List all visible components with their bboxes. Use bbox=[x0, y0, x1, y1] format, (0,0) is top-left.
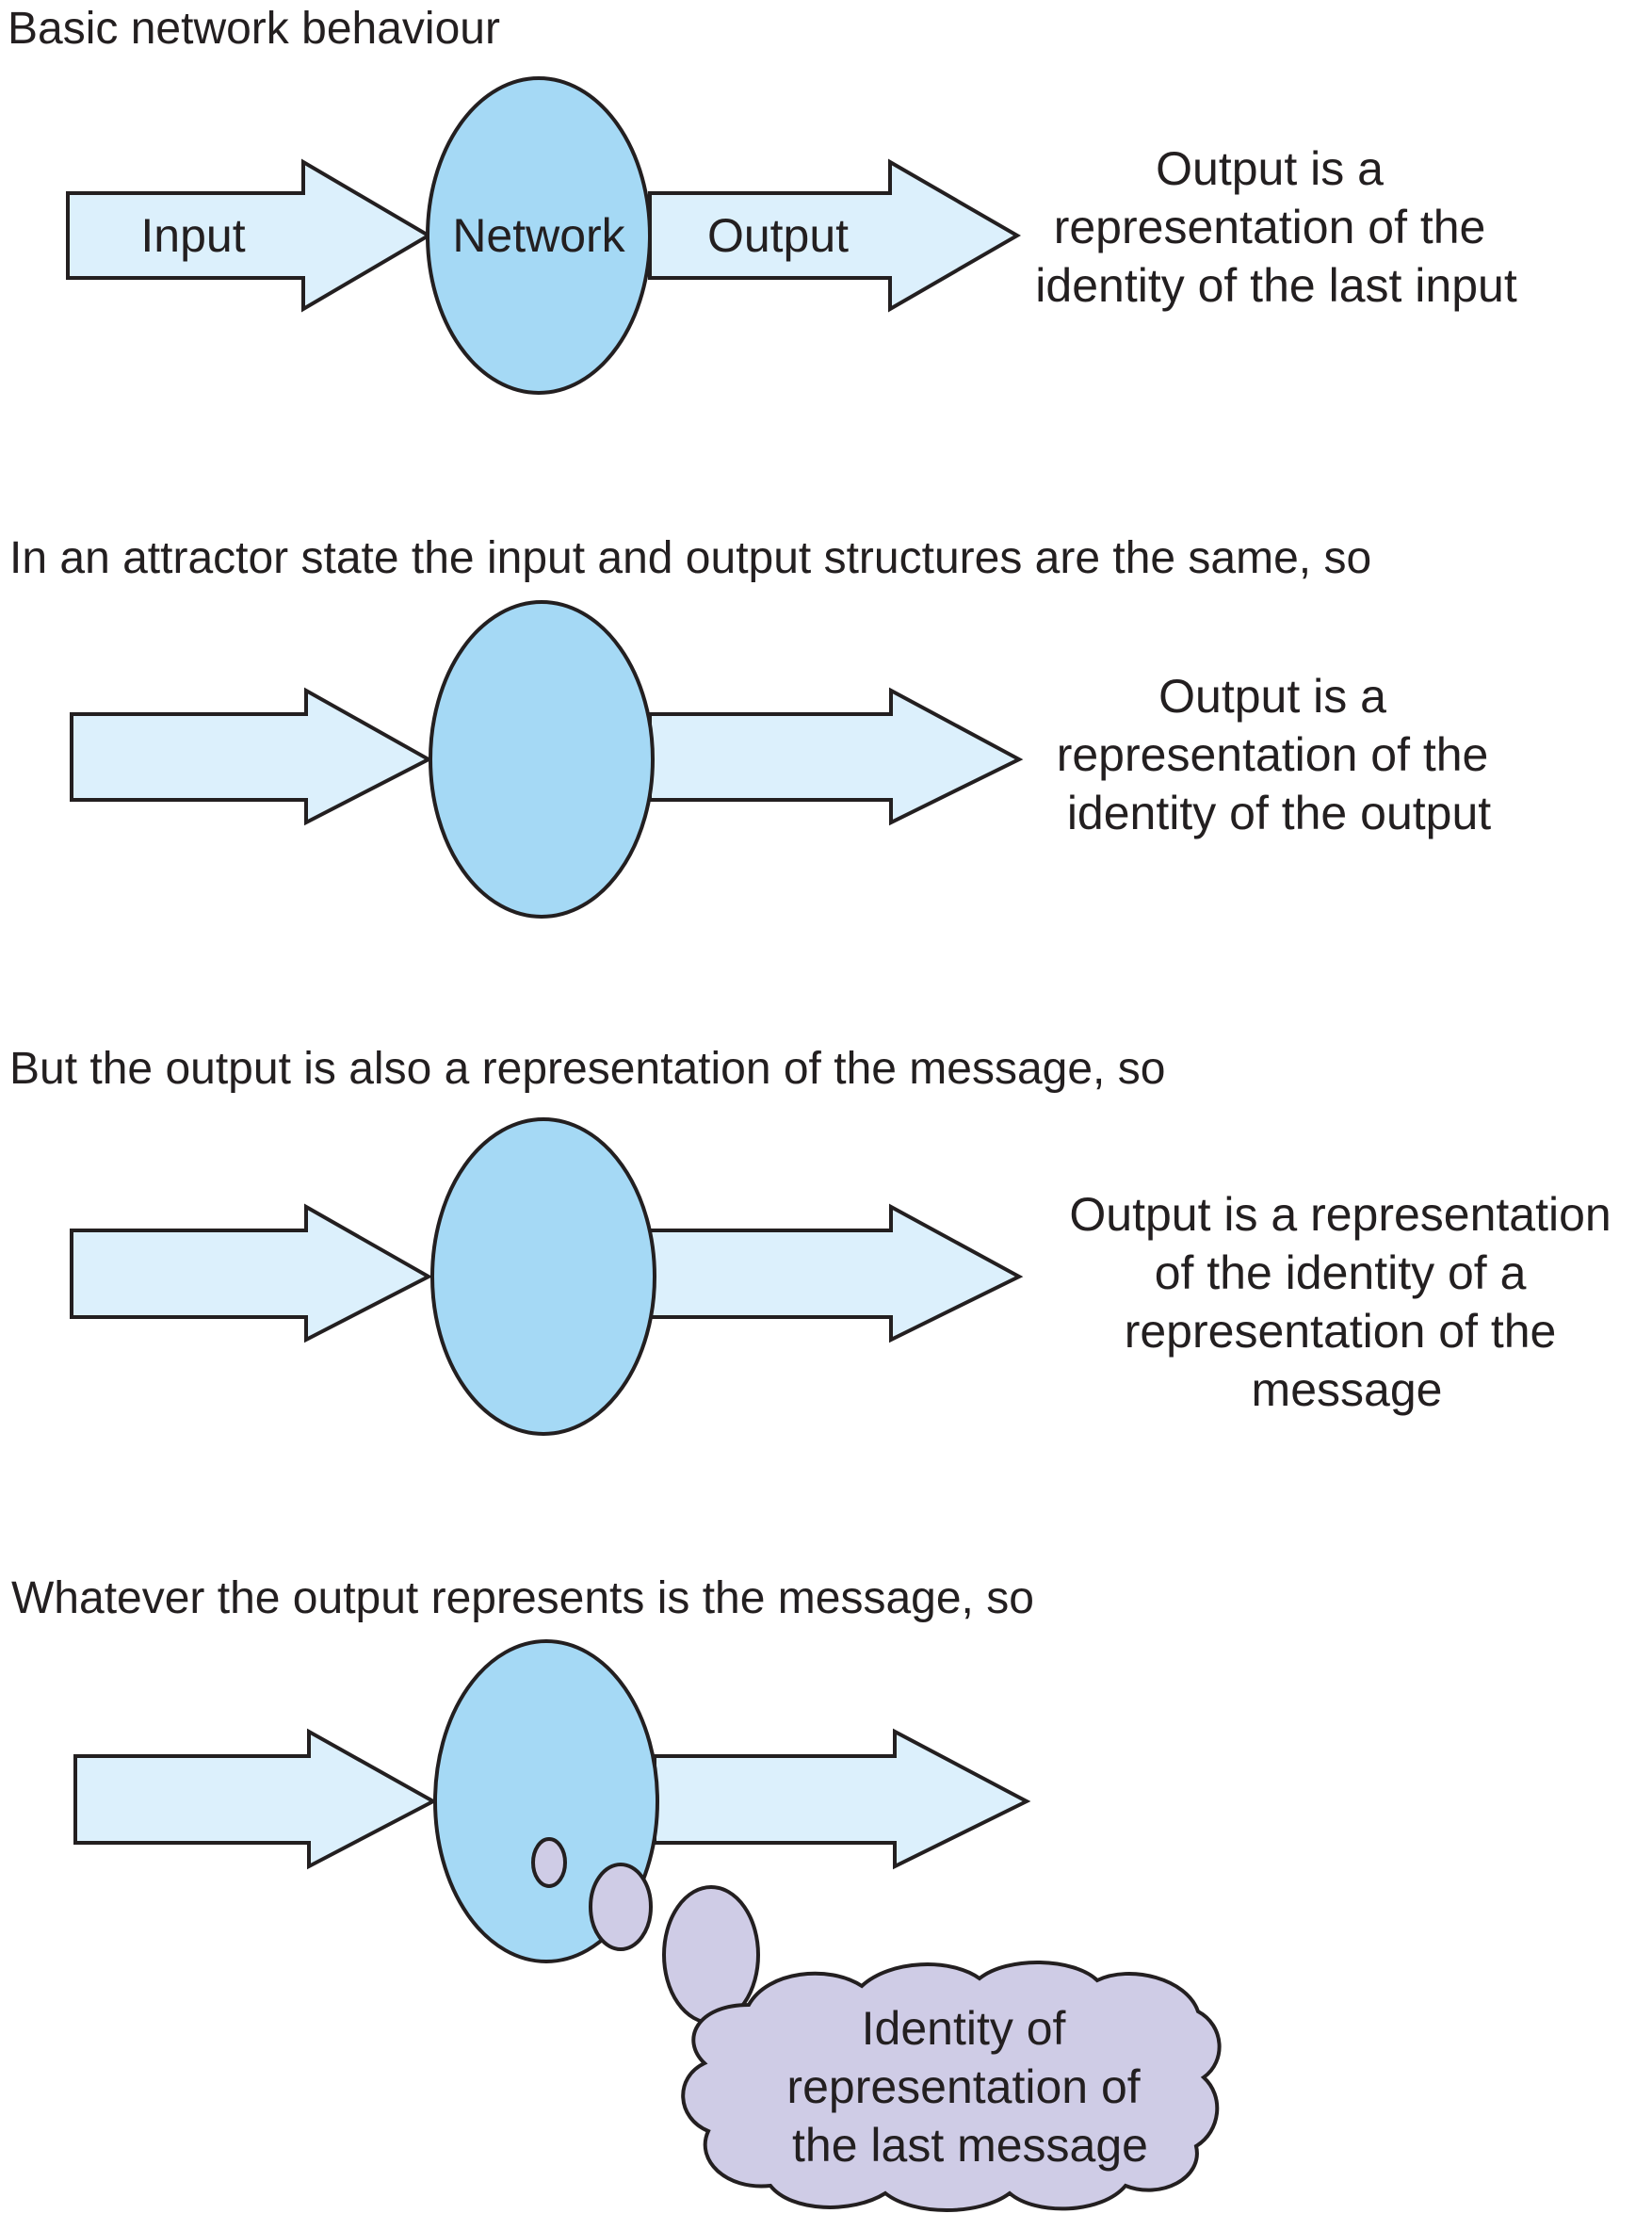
thought-line: the last message bbox=[792, 2119, 1148, 2172]
thought-dot-small bbox=[531, 1837, 567, 1888]
panel-heading: In an attractor state the input and outp… bbox=[9, 533, 1371, 583]
output-arrow bbox=[648, 1203, 1024, 1343]
panel-heading: Whatever the output represents is the me… bbox=[11, 1573, 1034, 1623]
caption-line: Output is a representation bbox=[1069, 1188, 1611, 1241]
output-caption: Output is a representation of the identi… bbox=[1069, 1188, 1624, 1416]
thought-dot-large bbox=[662, 1885, 760, 2025]
input-label: Input bbox=[140, 209, 245, 262]
thought-text: Identity of representation of the last m… bbox=[786, 2002, 1153, 2172]
caption-line: message bbox=[1252, 1363, 1443, 1416]
panel-attractor-state: In an attractor state the input and outp… bbox=[9, 533, 1502, 919]
panel-heading: Basic network behaviour bbox=[8, 4, 500, 54]
network-node bbox=[426, 76, 652, 395]
input-arrow bbox=[70, 687, 433, 826]
thought-dot-medium bbox=[589, 1863, 653, 1951]
input-arrow bbox=[73, 1728, 438, 1870]
caption-line: identity of the output bbox=[1067, 787, 1491, 839]
panel-output-is-message: Whatever the output represents is the me… bbox=[11, 1573, 1222, 2212]
caption-line: identity of the last input bbox=[1035, 259, 1517, 312]
network-node bbox=[430, 1117, 656, 1436]
network-node bbox=[429, 600, 655, 919]
input-arrow bbox=[66, 158, 432, 313]
network-label: Network bbox=[452, 209, 625, 262]
caption-line: representation of the bbox=[1125, 1305, 1557, 1358]
caption-line: representation of the bbox=[1054, 201, 1486, 253]
output-caption: Output is a representation of the identi… bbox=[1035, 142, 1517, 312]
panel-heading: But the output is also a representation … bbox=[9, 1044, 1165, 1094]
output-arrow bbox=[648, 158, 1021, 313]
caption-line: representation of the bbox=[1057, 728, 1489, 781]
output-arrow bbox=[648, 687, 1024, 826]
output-label: Output bbox=[707, 209, 849, 262]
thought-line: Identity of bbox=[862, 2002, 1066, 2055]
output-caption: Output is a representation of the identi… bbox=[1057, 670, 1502, 839]
panel-message-representation: But the output is also a representation … bbox=[9, 1044, 1624, 1436]
thought-cloud bbox=[681, 1961, 1222, 2212]
thought-line: representation of bbox=[786, 2060, 1140, 2113]
output-arrow bbox=[653, 1728, 1031, 1870]
input-arrow bbox=[70, 1203, 433, 1343]
caption-line: Output is a bbox=[1158, 670, 1386, 723]
panel-basic-network: Basic network behaviour Input Network Ou… bbox=[8, 4, 1517, 395]
caption-line: of the identity of a bbox=[1155, 1246, 1527, 1299]
caption-line: Output is a bbox=[1156, 142, 1384, 195]
